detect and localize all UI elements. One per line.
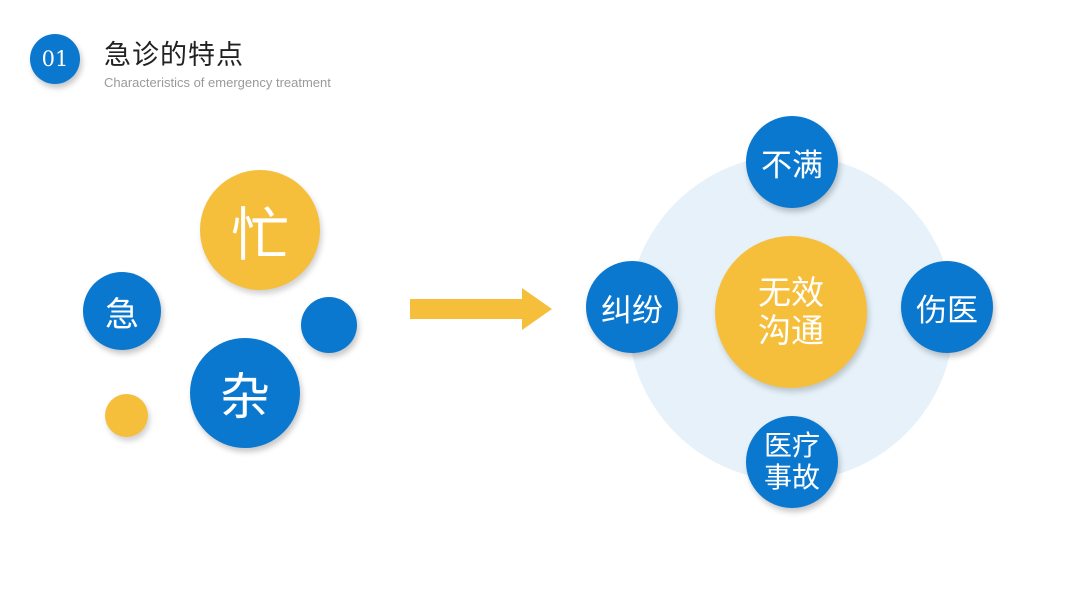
medical-accident-circle: 医疗 事故 bbox=[746, 416, 838, 508]
page-subtitle: Characteristics of emergency treatment bbox=[104, 75, 331, 90]
center-line-2: 沟通 bbox=[758, 311, 824, 350]
small-yellow-dot bbox=[105, 394, 148, 437]
doctor-injury-circle: 伤医 bbox=[901, 261, 993, 353]
urgent-circle: 急 bbox=[83, 272, 161, 350]
busy-circle: 忙 bbox=[200, 170, 320, 290]
dispute-circle: 纠纷 bbox=[586, 261, 678, 353]
dispute-label: 纠纷 bbox=[601, 292, 663, 329]
mixed-label: 杂 bbox=[220, 368, 270, 426]
dissatisfaction-circle: 不满 bbox=[746, 116, 838, 208]
right-arrow-icon bbox=[410, 288, 552, 330]
section-number-badge: 01 bbox=[30, 34, 80, 84]
ineffective-communication-circle: 无效 沟通 bbox=[715, 236, 867, 388]
small-blue-dot bbox=[301, 297, 357, 353]
medical-accident-line-1: 医疗 bbox=[763, 428, 820, 462]
busy-label: 忙 bbox=[230, 201, 289, 269]
center-line-1: 无效 bbox=[758, 273, 824, 313]
mixed-circle: 杂 bbox=[190, 338, 300, 448]
section-number: 01 bbox=[41, 47, 69, 71]
page-title: 急诊的特点 bbox=[104, 40, 244, 71]
doctor-injury-label: 伤医 bbox=[916, 292, 978, 329]
dissatisfaction-label: 不满 bbox=[761, 147, 823, 184]
medical-accident-line-2: 事故 bbox=[763, 461, 820, 494]
urgent-label: 急 bbox=[105, 294, 139, 335]
